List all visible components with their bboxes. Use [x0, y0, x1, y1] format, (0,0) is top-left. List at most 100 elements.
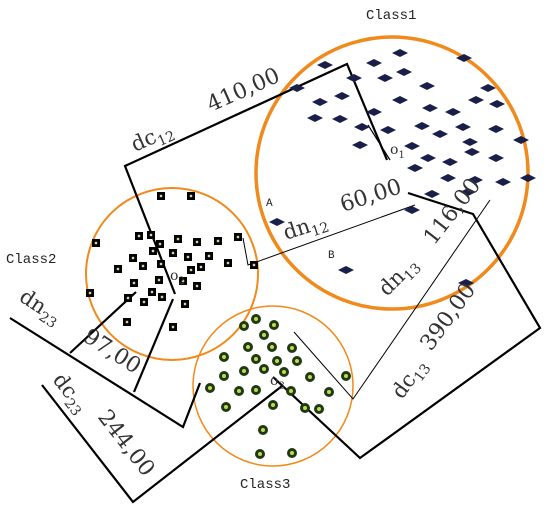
- class3-label: Class3: [240, 477, 290, 493]
- class1-point: [488, 154, 504, 162]
- point-b-label: B: [328, 250, 335, 262]
- dn12-label: dn12: [280, 208, 331, 248]
- class2-point-core: [171, 251, 175, 255]
- class1-point: [396, 68, 412, 76]
- class1-point: [366, 108, 382, 116]
- class3-markers: [205, 314, 351, 459]
- class3-point-core: [317, 407, 321, 411]
- class2-point-core: [171, 325, 175, 329]
- dc13-value: 390,00: [416, 279, 481, 356]
- class2-point-core: [189, 194, 193, 198]
- dn13-label: dn13: [374, 252, 425, 303]
- class2-point-core: [195, 240, 199, 244]
- class2-point-core: [252, 263, 256, 267]
- class2-point-core: [195, 284, 199, 288]
- class3-point-core: [272, 323, 276, 327]
- class1-point: [467, 176, 483, 184]
- class1-point: [414, 122, 430, 130]
- class1-point: [404, 142, 420, 150]
- class3-point-core: [289, 389, 293, 393]
- class3-point-core: [222, 374, 226, 378]
- class3-point-core: [224, 405, 228, 409]
- class3-point-core: [242, 369, 246, 373]
- class1-point: [289, 84, 305, 92]
- class1-point: [352, 141, 368, 149]
- class1-point: [269, 218, 285, 226]
- dc23-label: dc23: [45, 368, 94, 419]
- class1-point: [407, 164, 423, 172]
- class3-point-core: [242, 324, 246, 328]
- class1-point: [520, 174, 536, 182]
- class1-point: [513, 136, 529, 144]
- class1-point: [392, 49, 408, 57]
- class3-point-core: [237, 389, 241, 393]
- class3-point-core: [254, 388, 258, 392]
- class2-point-core: [151, 249, 155, 253]
- class1-markers: [269, 49, 536, 287]
- class2-point-core: [132, 281, 136, 285]
- class1-point: [445, 108, 461, 116]
- class3-point-core: [262, 333, 266, 337]
- class1-point: [460, 188, 476, 196]
- dn13-line: [293, 199, 491, 400]
- class1-point: [338, 266, 354, 274]
- class2-point-core: [207, 254, 211, 258]
- class1-point: [422, 104, 438, 112]
- class2-point-core: [142, 300, 146, 304]
- class3-circle: [192, 305, 354, 467]
- class3-point-core: [208, 386, 212, 390]
- dn12-line: [242, 204, 416, 266]
- class1-point: [480, 84, 496, 92]
- class1-point: [419, 82, 435, 90]
- class1-point: [468, 96, 484, 104]
- class2-point-core: [131, 256, 135, 260]
- dn23-value: 97,00: [79, 324, 145, 379]
- class2-point-core: [159, 194, 163, 198]
- class2-point-core: [181, 279, 185, 283]
- class1-point: [404, 206, 420, 214]
- class1-point: [458, 279, 474, 287]
- class2-circle: [85, 187, 259, 361]
- class3-point-core: [246, 345, 250, 349]
- class1-point: [495, 178, 511, 186]
- class2-point-core: [189, 268, 193, 272]
- dn12-value: 60,00: [337, 174, 405, 217]
- class1-point: [462, 138, 478, 146]
- class2-point-core: [216, 239, 220, 243]
- class3-point-core: [295, 359, 299, 363]
- class1-point: [354, 123, 370, 131]
- class1-point: [312, 98, 328, 106]
- class1-point: [420, 154, 436, 162]
- class1-point: [455, 123, 471, 131]
- class3-point-core: [254, 357, 258, 361]
- class1-point: [440, 174, 456, 182]
- class1-point: [489, 100, 505, 108]
- class2-point-core: [125, 320, 129, 324]
- class3-point-core: [271, 403, 275, 407]
- class2-point-core: [160, 295, 164, 299]
- class2-point-core: [141, 264, 145, 268]
- o2-label: o2: [170, 268, 185, 287]
- class3-point-core: [261, 428, 265, 432]
- o1-label: o1: [390, 142, 405, 161]
- class2-label: Class2: [6, 252, 56, 268]
- dn13-value: 116,00: [419, 174, 486, 250]
- class2-point-core: [159, 262, 163, 266]
- class1-point: [424, 190, 440, 198]
- class3-point-core: [258, 452, 262, 456]
- class3-point-core: [270, 345, 274, 349]
- class1-point: [307, 114, 323, 122]
- class2-markers: [86, 192, 258, 331]
- class1-point: [456, 54, 472, 62]
- class3-point-core: [275, 359, 279, 363]
- class3-point-core: [254, 317, 258, 321]
- class3-point-core: [290, 451, 294, 455]
- class1-point: [317, 61, 333, 69]
- dc13-bracket: [272, 191, 542, 460]
- class3-point-core: [327, 390, 331, 394]
- class1-point: [366, 59, 382, 67]
- class2-point-core: [226, 261, 230, 265]
- class1-point: [432, 130, 448, 138]
- class1-point: [334, 92, 350, 100]
